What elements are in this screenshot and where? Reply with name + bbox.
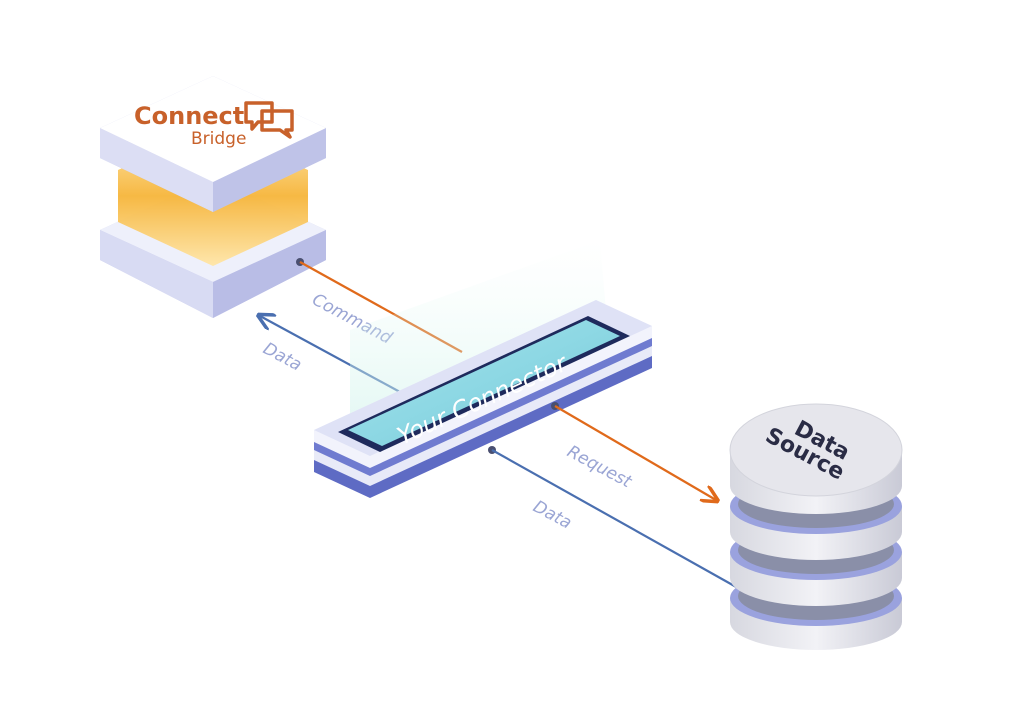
logo-line2: Bridge <box>191 129 246 149</box>
chat-bubbles-icon <box>244 101 294 139</box>
data-left-label: Data <box>260 339 305 376</box>
data-right-label: Data <box>530 497 575 534</box>
data-source-database: Data Source <box>729 403 903 650</box>
data-right-line <box>491 449 739 589</box>
logo-line1: Connect <box>134 102 244 130</box>
connectbridge-server <box>100 76 326 318</box>
connector-device: Your Connector <box>314 240 652 498</box>
connectbridge-logo: Connect Bridge <box>134 101 294 149</box>
request-arrow <box>554 405 716 500</box>
request-label: Request <box>564 442 636 493</box>
